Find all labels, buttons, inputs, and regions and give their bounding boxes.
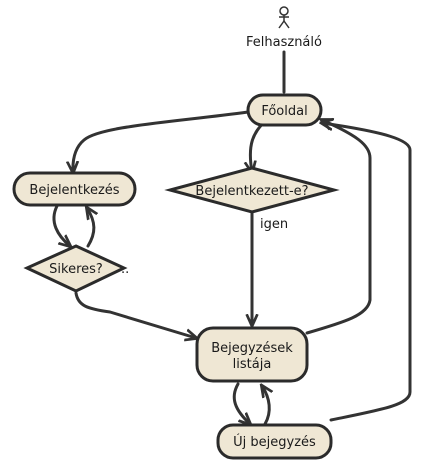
node-fooldal-label: Főoldal (261, 104, 307, 119)
node-bejegyzesek-line2: listája (233, 357, 272, 372)
actor-label: Felhasználó (246, 35, 322, 50)
edge-bejegyzesek-uj (232, 382, 250, 424)
node-bejelentkezes: Bejelentkezés (12, 171, 137, 207)
edges (52, 50, 412, 426)
edge-sikeres-bejegyzesek (74, 291, 196, 338)
edge-uj-fooldal (322, 123, 412, 422)
node-fooldal: Főoldal (246, 93, 323, 127)
node-bejegyzesek-listaja: Bejegyzések listája (195, 326, 309, 383)
edge-bejelentkezes-sikeres (52, 204, 70, 246)
node-bejegyzesek-line1: Bejegyzések (211, 341, 293, 356)
edge-label-igen: igen (260, 217, 288, 232)
node-sikeres-suffix: .. (121, 262, 129, 277)
node-bejelentkezett-label: Bejelentkezett-e? (195, 184, 308, 199)
node-uj-bejegyzes: Új bejegyzés (216, 423, 333, 460)
edge-uj-bejegyzesek (262, 386, 269, 426)
edge-fooldal-bejelentkezes (73, 110, 250, 172)
actor-user-icon (278, 6, 290, 29)
node-sikeres-diamond: Sikeres? .. (23, 244, 129, 293)
edge-sikeres-bejelentkezes (87, 208, 94, 248)
node-sikeres-label: Sikeres? (49, 262, 103, 277)
node-bejelentkezes-label: Bejelentkezés (29, 183, 119, 198)
edge-fooldal-bejelentkezett (250, 120, 266, 172)
node-uj-bejegyzes-label: Új bejegyzés (233, 434, 316, 450)
node-bejelentkezett-diamond: Bejelentkezett-e? (164, 166, 340, 214)
edge-bejegyzesek-fooldal (305, 120, 372, 335)
